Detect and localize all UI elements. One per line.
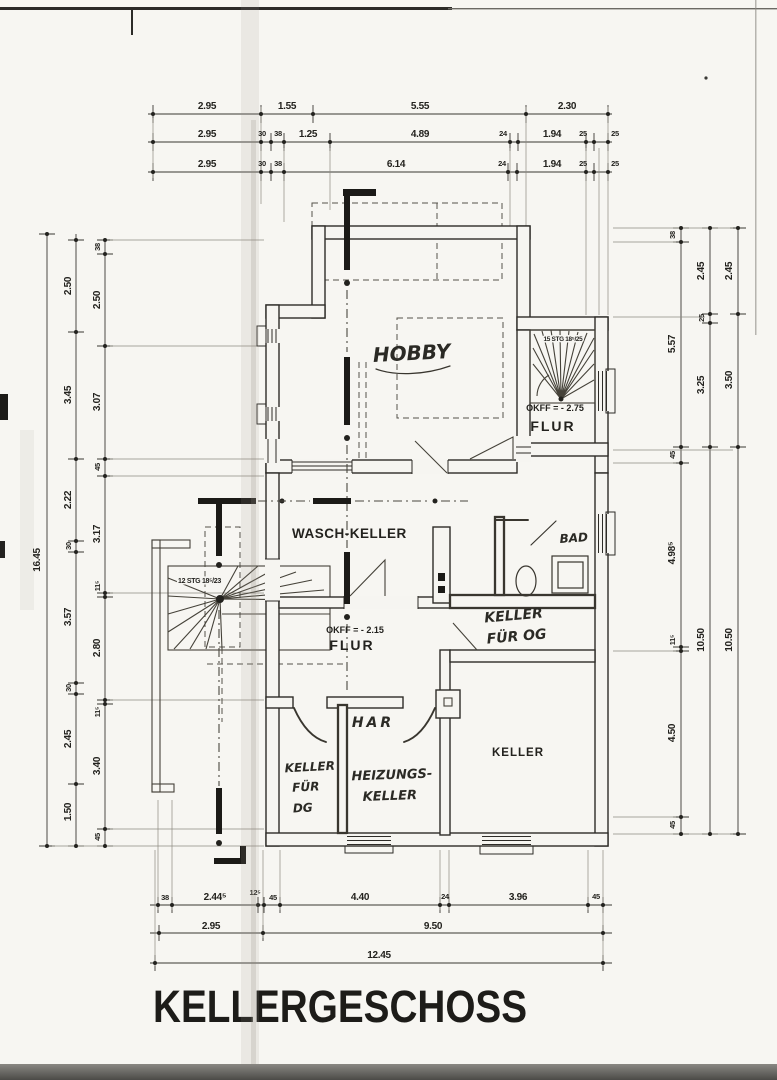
dim-label: 10.50	[724, 628, 735, 652]
dim-label: 2.30	[558, 101, 577, 112]
dim-label: 3.17	[92, 524, 103, 543]
dim-label: 45	[269, 893, 277, 902]
dim-label: 9.50	[424, 921, 443, 932]
dim-label: 16.45	[32, 548, 43, 572]
room-label-bad: BAD	[559, 530, 588, 546]
dim-label: 45	[592, 892, 600, 901]
room-label-heizung: KELLER	[362, 788, 417, 805]
dim-label: 45	[668, 451, 677, 459]
stair-label: 15 STG 18⁵/25	[544, 336, 584, 343]
dim-label: 2.22	[63, 490, 74, 509]
dim-label: 2.95	[202, 921, 221, 932]
room-label-heizung: HEIZUNGS-	[351, 767, 432, 785]
room-label-flur-lower: FLUR	[329, 637, 374, 653]
dim-label: 30	[258, 129, 266, 138]
dim-label: 1.50	[63, 802, 74, 821]
top-dimension-chain: 2.95 1.55 5.55 2.30 2.95 30 38 1.25 4.89…	[148, 101, 619, 315]
dim-label: 38	[668, 231, 677, 239]
dim-label: 45	[668, 821, 677, 829]
level-label-lower: OKFF = - 2.15	[326, 625, 384, 635]
dim-label: 2.44⁵	[204, 892, 227, 903]
dim-label: 25	[579, 159, 587, 168]
dim-label: 12⁵	[250, 888, 262, 897]
dim-label: 11⁵	[93, 706, 102, 717]
section-lines	[198, 189, 468, 864]
room-label-wasch-keller: WASCH-KELLER	[292, 526, 407, 541]
windows-and-doors	[256, 325, 616, 855]
dim-label: 38	[274, 159, 282, 168]
dim-label: 4.40	[351, 892, 370, 903]
dim-label: 24	[499, 129, 508, 138]
room-label-keller-dg: FÜR	[292, 778, 320, 794]
dim-label: 24	[441, 892, 450, 901]
dim-label: 45	[93, 463, 102, 471]
dim-label: 6.14	[387, 159, 406, 170]
dim-label: 3.07	[92, 392, 103, 411]
dim-label: 45	[93, 833, 102, 841]
dim-label: 38	[161, 893, 169, 902]
room-label-hobby: HOBBY	[372, 339, 453, 367]
dim-label: 5.55	[411, 101, 430, 112]
dim-label: 2.50	[92, 290, 103, 309]
dim-label: 3.96	[509, 892, 528, 903]
dim-label: 1.55	[278, 101, 297, 112]
dim-label: 11⁵	[93, 580, 102, 591]
dim-label: 5.57	[667, 334, 678, 353]
page-title: KELLERGESCHOSS	[153, 981, 527, 1031]
dim-label: 2.50	[63, 276, 74, 295]
dim-label: 3.57	[63, 607, 74, 626]
dim-label: 12.45	[367, 950, 391, 961]
room-label-keller-dg: KELLER	[284, 759, 335, 776]
dim-label: 1.25	[299, 129, 318, 140]
room-label-keller-og: KELLER	[484, 605, 544, 626]
dim-label: 2.80	[92, 638, 103, 657]
dim-label: 25	[697, 314, 706, 322]
left-dimension-chain: 16.45 2.50 3.45 2.22 30 3.57 30 2.45 1.5…	[32, 232, 264, 848]
dim-label: 3.40	[92, 756, 103, 775]
dim-label: 38	[93, 243, 102, 251]
dim-label: 4.98⁵	[667, 541, 678, 564]
main-stair: 15 STG 18⁵/25	[529, 329, 596, 404]
stair-label: 12 STG 18⁵/23	[178, 578, 221, 585]
room-label-keller-og: FÜR OG	[486, 624, 547, 647]
dim-label: 2.95	[198, 129, 217, 140]
dim-label: 2.45	[63, 729, 74, 748]
dim-label: 24	[498, 159, 507, 168]
room-label-keller: KELLER	[492, 747, 544, 759]
dim-label: 4.50	[667, 723, 678, 742]
room-label-keller-dg: DG	[293, 800, 314, 815]
room-labels: HOBBY OKFF = - 2.75 FLUR WASCH-KELLER BA…	[284, 339, 588, 816]
dim-label: 3.25	[696, 375, 707, 394]
room-label-har: HAR	[352, 715, 394, 731]
dim-label: 3.50	[724, 370, 735, 389]
dim-label: 1.94	[543, 159, 562, 170]
dim-label: 30	[258, 159, 266, 168]
dim-label: 30	[64, 542, 73, 550]
dim-label: 2.95	[198, 159, 217, 170]
dim-label: 1.94	[543, 129, 562, 140]
dim-label: 11⁵	[668, 634, 677, 645]
dim-label: 2.95	[198, 101, 217, 112]
bottom-dimension-chain: 38 2.44⁵ 12⁵ 45 4.40 24 3.96 45 2.95 9.5…	[150, 800, 612, 971]
dim-label: 25	[579, 129, 587, 138]
scan-streaks	[20, 0, 259, 1064]
dim-label: 30	[64, 684, 73, 692]
dim-label: 25	[611, 159, 619, 168]
dim-label: 10.50	[696, 628, 707, 652]
dim-label: 2.45	[696, 261, 707, 280]
room-label-flur-upper: FLUR	[530, 418, 575, 434]
level-label-upper: OKFF = - 2.75	[526, 403, 584, 413]
dim-label: 2.45	[724, 261, 735, 280]
dim-label: 3.45	[63, 385, 74, 404]
dim-label: 4.89	[411, 129, 430, 140]
right-dimension-chain: 38 5.57 45 4.98⁵ 11⁵ 4.50 45 2.45 25 3.2…	[613, 226, 746, 836]
bathroom-fixtures	[494, 519, 589, 597]
dim-label: 38	[274, 129, 282, 138]
dim-label: 25	[611, 129, 619, 138]
courtyard-walls	[151, 539, 191, 793]
